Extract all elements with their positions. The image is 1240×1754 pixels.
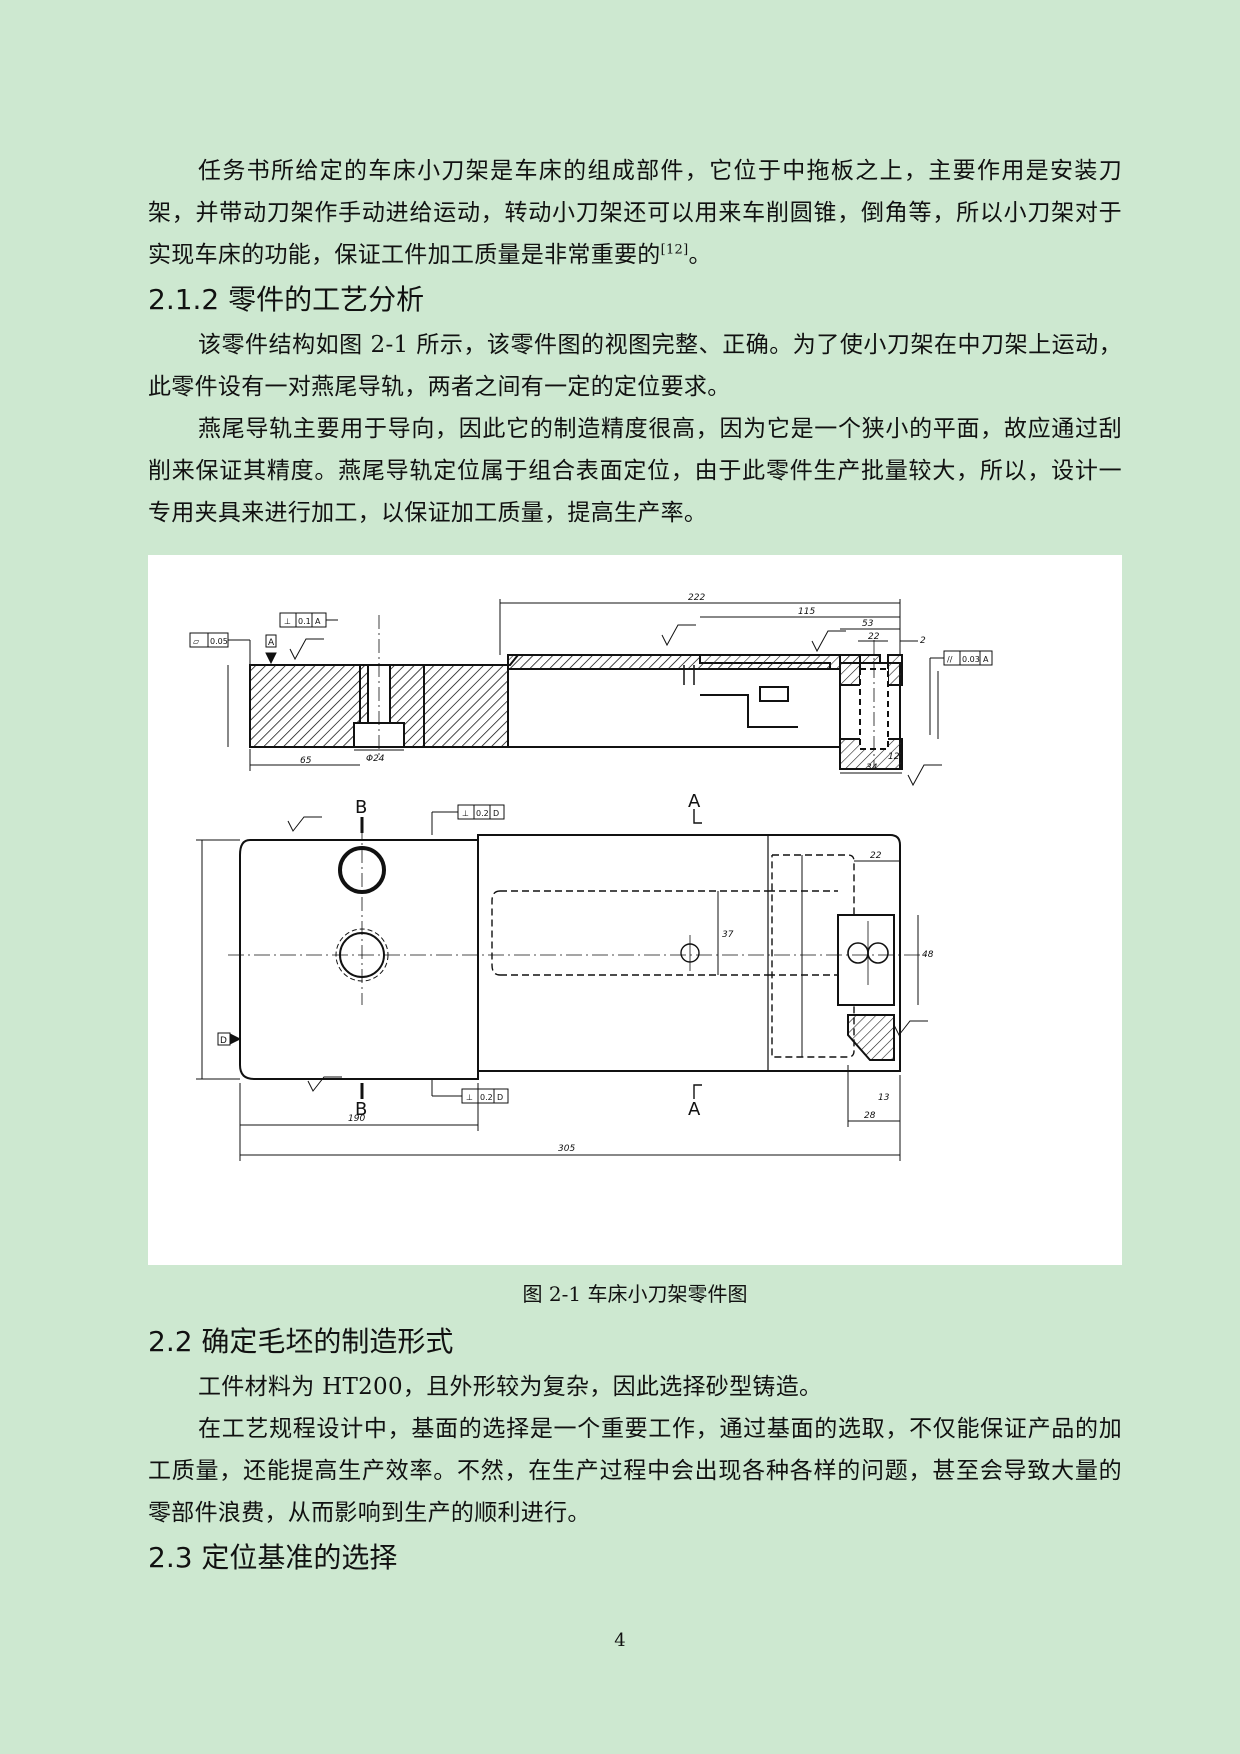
part-drawing-svg: 222 115 53 22 2 65 Φ24 34 12 ⊥: [189, 593, 993, 1161]
tol-val-parallel: 0.03: [962, 655, 980, 664]
datum-a-label: A: [268, 638, 275, 648]
plan-view-dimensions: 190 305 28 13 22 48 37: [196, 839, 934, 1161]
section-heading-2-3: 2.3 定位基准的选择: [148, 1541, 398, 1574]
intro-paragraph: 任务书所给定的车床小刀架是车床的组成部件，它位于中拖板之上，主要作用是安装刀架，…: [148, 150, 1122, 276]
dim-305: 305: [558, 1144, 575, 1154]
section-label-a-bottom: A: [688, 1099, 701, 1120]
dim-34: 34: [866, 763, 878, 773]
dim-2: 2: [920, 636, 926, 646]
engineering-drawing-figure: 222 115 53 22 2 65 Φ24 34 12 ⊥: [148, 555, 1122, 1265]
section-heading-2-1-2: 2.1.2 零件的工艺分析: [148, 283, 425, 316]
tolerance-frame-perpendicular-b1: ⊥ 0.2 D: [431, 804, 505, 835]
intro-end-punct: 。: [688, 242, 712, 268]
dim-65: 65: [300, 756, 312, 766]
paragraph-dovetail-guide: 燕尾导轨主要用于导向，因此它的制造精度很高，因为它是一个狭小的平面，故应通过刮削…: [148, 416, 1122, 526]
dim-12: 12: [888, 752, 900, 762]
tolerance-frame-flatness: ⏥ 0.05: [189, 632, 251, 665]
section-heading-2-2: 2.2 确定毛坯的制造形式: [148, 1325, 454, 1358]
section-label-b-bottom: B: [355, 1099, 367, 1120]
page-body: 任务书所给定的车床小刀架是车床的组成部件，它位于中拖板之上，主要作用是安装刀架，…: [148, 150, 1122, 534]
paragraph-datum-selection: 在工艺规程设计中，基面的选择是一个重要工作，通过基面的选取，不仅能保证产品的加工…: [148, 1416, 1122, 1526]
tolerance-frame-perpendicular-top: ⊥ 0.1 A: [279, 612, 338, 628]
tol-val-flat: 0.05: [210, 637, 228, 646]
dim-phi24: Φ24: [366, 754, 385, 764]
datum-d-label: D: [220, 1036, 227, 1046]
roughness-marks-top: [289, 624, 942, 787]
dim-22-plan: 22: [870, 851, 882, 861]
dim-222: 222: [688, 593, 705, 603]
plan-view: [228, 809, 928, 1099]
tol-val-perp-top: 0.1: [298, 617, 311, 626]
section-view-a-a: [249, 615, 903, 770]
dim-48: 48: [922, 950, 934, 960]
dim-115: 115: [798, 607, 815, 617]
dim-28: 28: [864, 1111, 876, 1121]
tol-sym-perp-b1: ⊥: [462, 809, 469, 818]
top-view-dimensions: 222 115 53 22 2 65 Φ24 34 12: [227, 593, 939, 774]
tol-datum-perp-top: A: [315, 617, 321, 626]
tol-sym-parallel: //: [947, 655, 953, 664]
tol-sym-perp-b2: ⊥: [466, 1093, 473, 1102]
lower-body: 2.2 确定毛坯的制造形式 工件材料为 HT200，且外形较为复杂，因此选择砂型…: [148, 1318, 1122, 1582]
tol-datum-perp-b1: D: [493, 809, 499, 818]
dim-22: 22: [868, 632, 880, 642]
paragraph-material: 工件材料为 HT200，且外形较为复杂，因此选择砂型铸造。: [198, 1374, 823, 1400]
tol-sym-perp-top: ⊥: [284, 617, 291, 626]
section-label-b-top: B: [355, 797, 367, 818]
dim-13: 13: [878, 1093, 890, 1103]
section-letters: B B A A: [355, 791, 701, 1120]
intro-paragraph-text: 任务书所给定的车床小刀架是车床的组成部件，它位于中拖板之上，主要作用是安装刀架，…: [148, 158, 1122, 268]
tolerance-frame-parallel: // 0.03 A: [929, 650, 993, 735]
dim-53: 53: [862, 619, 874, 629]
tol-sym-flat: ⏥: [193, 637, 200, 646]
tol-datum-parallel: A: [983, 655, 989, 664]
tol-val-perp-b2: 0.2: [480, 1093, 493, 1102]
tol-val-perp-b1: 0.2: [476, 809, 489, 818]
datum-marker-a: A: [265, 634, 277, 665]
tol-datum-perp-b2: D: [497, 1093, 503, 1102]
datum-marker-d: D: [217, 1032, 242, 1046]
page-number: 4: [614, 1630, 626, 1651]
paragraph-part-structure: 该零件结构如图 2-1 所示，该零件图的视图完整、正确。为了使小刀架在中刀架上运…: [148, 332, 1122, 400]
citation-ref[interactable]: [12]: [660, 242, 689, 258]
tolerance-frame-perpendicular-b2: ⊥ 0.2 D: [431, 1079, 509, 1104]
roughness-marks-bottom: [287, 816, 928, 1092]
section-label-a-top: A: [688, 791, 701, 812]
dim-37: 37: [722, 930, 734, 940]
figure-caption: 图 2-1 车床小刀架零件图: [522, 1282, 748, 1306]
dim-190: 190: [348, 1114, 365, 1124]
